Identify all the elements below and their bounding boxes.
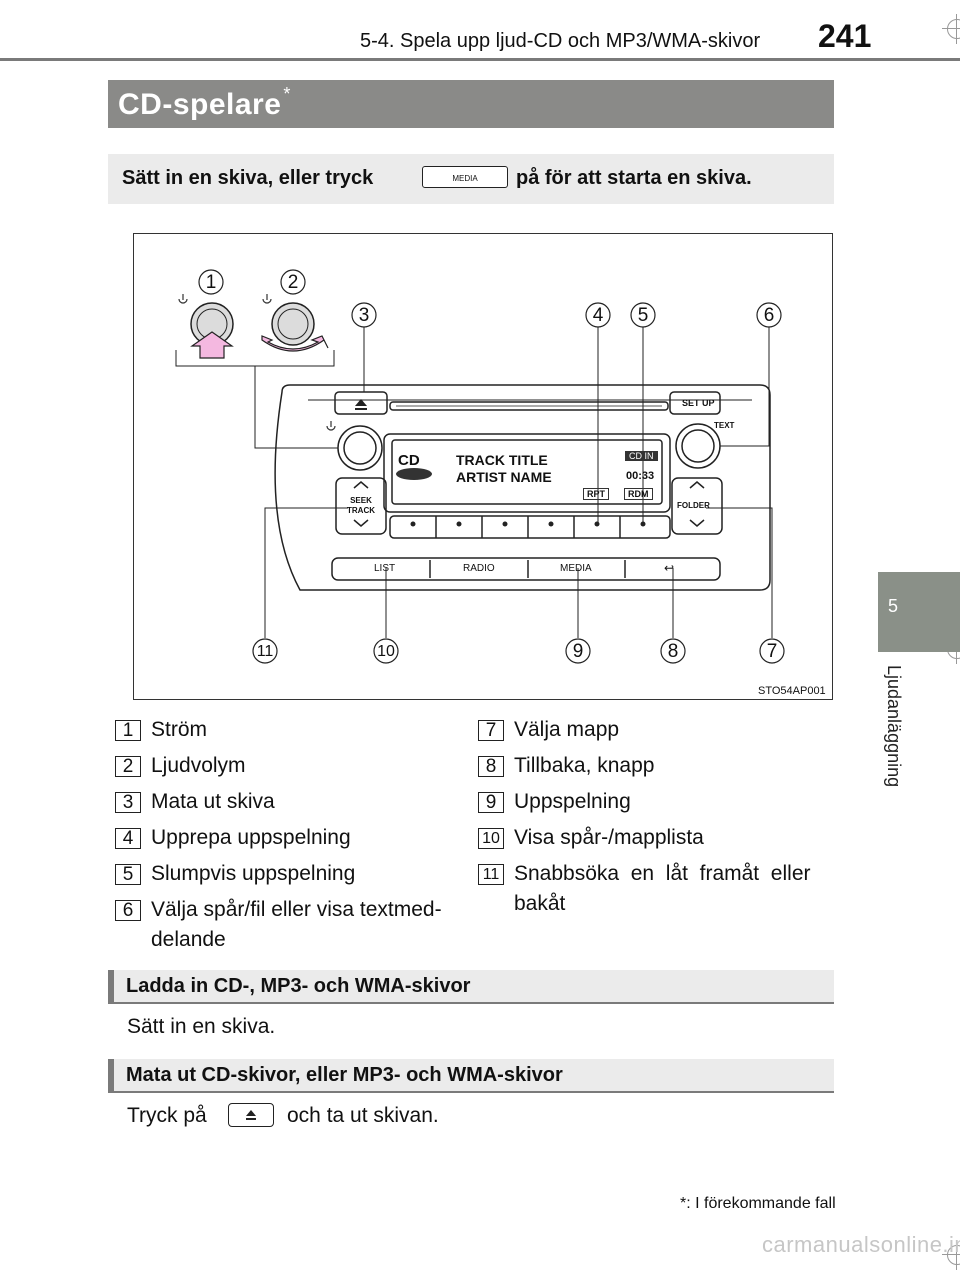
footnote: *: I förekommande fall [680,1195,836,1212]
callout-2: 2 [287,272,299,293]
media-button-label-figure: MEDIA [560,563,592,574]
legend-text-10: Visa spår-/mapplista [514,826,704,849]
subsection-title-load: Ladda in CD-, MP3- och WMA-skivor [126,975,471,997]
load-instruction: Sätt in en skiva. [127,1015,276,1038]
legend-text-2: Ljudvolym [151,754,246,777]
subsection-heading-bar-load [108,970,834,1004]
list-button-label: LIST [374,563,396,574]
back-button-icon: ↩ [664,561,675,575]
legend-num-11: 11 [478,864,504,885]
section-title: CD-spelare* [118,84,291,122]
eject-instruction-before: Tryck på [127,1104,207,1127]
subsection-heading-bar-eject [108,1059,834,1093]
eject-button-icon [228,1103,274,1127]
legend-num-10: 10 [478,828,504,849]
callout-9: 9 [572,641,584,662]
display-rdm: RDM [624,488,653,500]
legend-num-7: 7 [478,720,504,741]
crop-mark-top-right [942,14,960,44]
callout-1: 1 [205,272,217,293]
page-number: 241 [818,18,872,54]
legend-text-1: Ström [151,718,208,741]
media-button-icon [422,166,508,188]
display-badge: CD IN [625,451,658,461]
optional-mark: * [283,84,291,104]
callout-11: 11 [256,643,274,660]
callout-5: 5 [637,305,649,326]
legend-text-9: Uppspelning [514,790,631,813]
legend-text-4: Upprepa uppspelning [151,826,351,849]
legend-num-1: 1 [115,720,141,741]
legend-num-9: 9 [478,792,504,813]
audio-unit-illustration [175,269,785,664]
legend-text-3: Mata ut skiva [151,790,275,813]
legend-num-8: 8 [478,756,504,777]
display-rpt: RPT [583,488,609,500]
legend-num-6: 6 [115,900,141,921]
text-label: TEXT [714,421,735,430]
legend-num-2: 2 [115,756,141,777]
callout-6: 6 [763,305,775,326]
intro-text-before: Sätt in en skiva, eller tryck [122,167,374,189]
display-track-title: TRACK TITLE [456,452,548,468]
figure-frame [133,233,833,700]
chapter-tab-number: 5 [887,596,898,616]
chapter-title: 5-4. Spela upp ljud-CD och MP3/WMA-skivo… [360,30,761,52]
header-rule [0,58,960,61]
section-heading-bar [108,80,834,128]
display-artist-name: ARTIST NAME [456,469,552,485]
legend-text-6-cont: delande [151,928,226,951]
legend-text-11: Snabbsöka en låt framåt eller [514,862,811,885]
seek-track-label: SEEK TRACK [347,496,375,515]
section-title-text: CD-spelare [118,88,282,121]
callout-4: 4 [592,305,604,326]
callout-8: 8 [667,641,679,662]
display-source: CD [398,452,420,469]
callout-7: 7 [766,641,778,662]
figure-code: STO54AP001 [758,685,826,697]
intro-text-after: på för att starta en skiva. [516,167,752,189]
legend-text-6: Välja spår/fil eller visa textmed- [151,898,442,921]
legend-num-4: 4 [115,828,141,849]
eject-instruction-after: och ta ut skivan. [287,1104,439,1127]
subsection-title-eject: Mata ut CD-skivor, eller MP3- och WMA-sk… [126,1064,563,1086]
display-time: 00:33 [626,470,655,482]
legend-text-11-cont: bakåt [514,892,566,915]
chapter-tab [878,572,960,652]
legend-num-3: 3 [115,792,141,813]
folder-label: FOLDER [677,501,710,510]
callout-3: 3 [358,305,370,326]
media-button-label: MEDIA [452,174,478,183]
chapter-tab-label: Ljudanläggning [884,665,904,788]
legend-text-7: Välja mapp [514,718,620,741]
legend-num-5: 5 [115,864,141,885]
legend-text-8: Tillbaka, knapp [514,754,655,777]
watermark: carmanualsonline.info [762,1232,960,1257]
radio-button-label: RADIO [463,563,495,574]
legend-text-5: Slumpvis uppspelning [151,862,356,885]
callout-10: 10 [377,643,395,660]
setup-label: SET UP [682,398,715,408]
